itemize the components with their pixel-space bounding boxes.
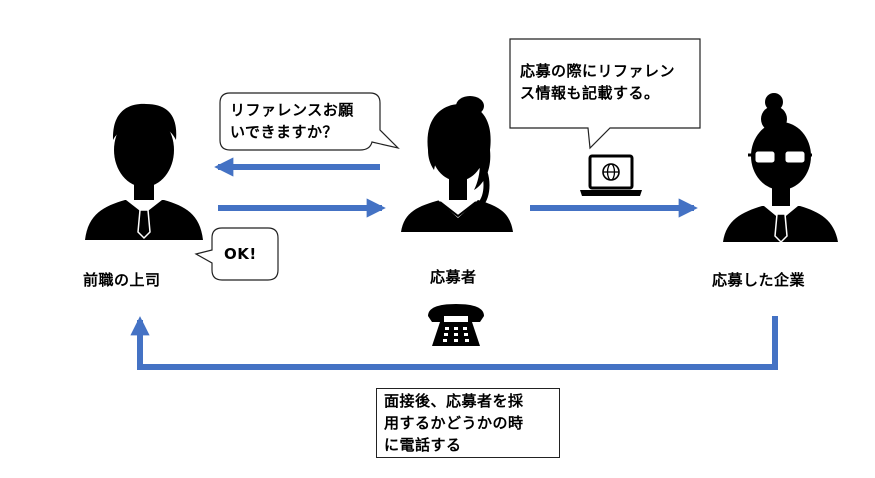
applicant-note-bubble xyxy=(509,38,701,150)
telephone-icon xyxy=(428,304,484,346)
ok-reply-bubble xyxy=(194,227,279,281)
laptop-icon xyxy=(580,154,642,196)
company-person-icon xyxy=(723,93,838,244)
applicant-note-text: 応募の際にリファレン ス情報も記載する。 xyxy=(520,62,676,102)
reference-request-bubble xyxy=(219,92,400,151)
ok-reply-text: OK! xyxy=(224,245,257,263)
former-boss-person-icon xyxy=(85,103,203,240)
applicant-label: 応募者 xyxy=(430,268,477,286)
former-boss-label: 前職の上司 xyxy=(83,271,161,289)
phone-note-box xyxy=(376,388,560,458)
company-label: 応募した企業 xyxy=(712,271,806,289)
applicant-person-icon xyxy=(401,96,513,232)
reference-request-text: リファレンスお願 いできますか？ xyxy=(230,101,354,141)
globe-icon xyxy=(602,163,620,181)
phone-note-text: 面接後、応募者を採 用するかどうかの時 に電話する xyxy=(384,392,524,454)
arrow-company-to-boss xyxy=(130,316,778,370)
